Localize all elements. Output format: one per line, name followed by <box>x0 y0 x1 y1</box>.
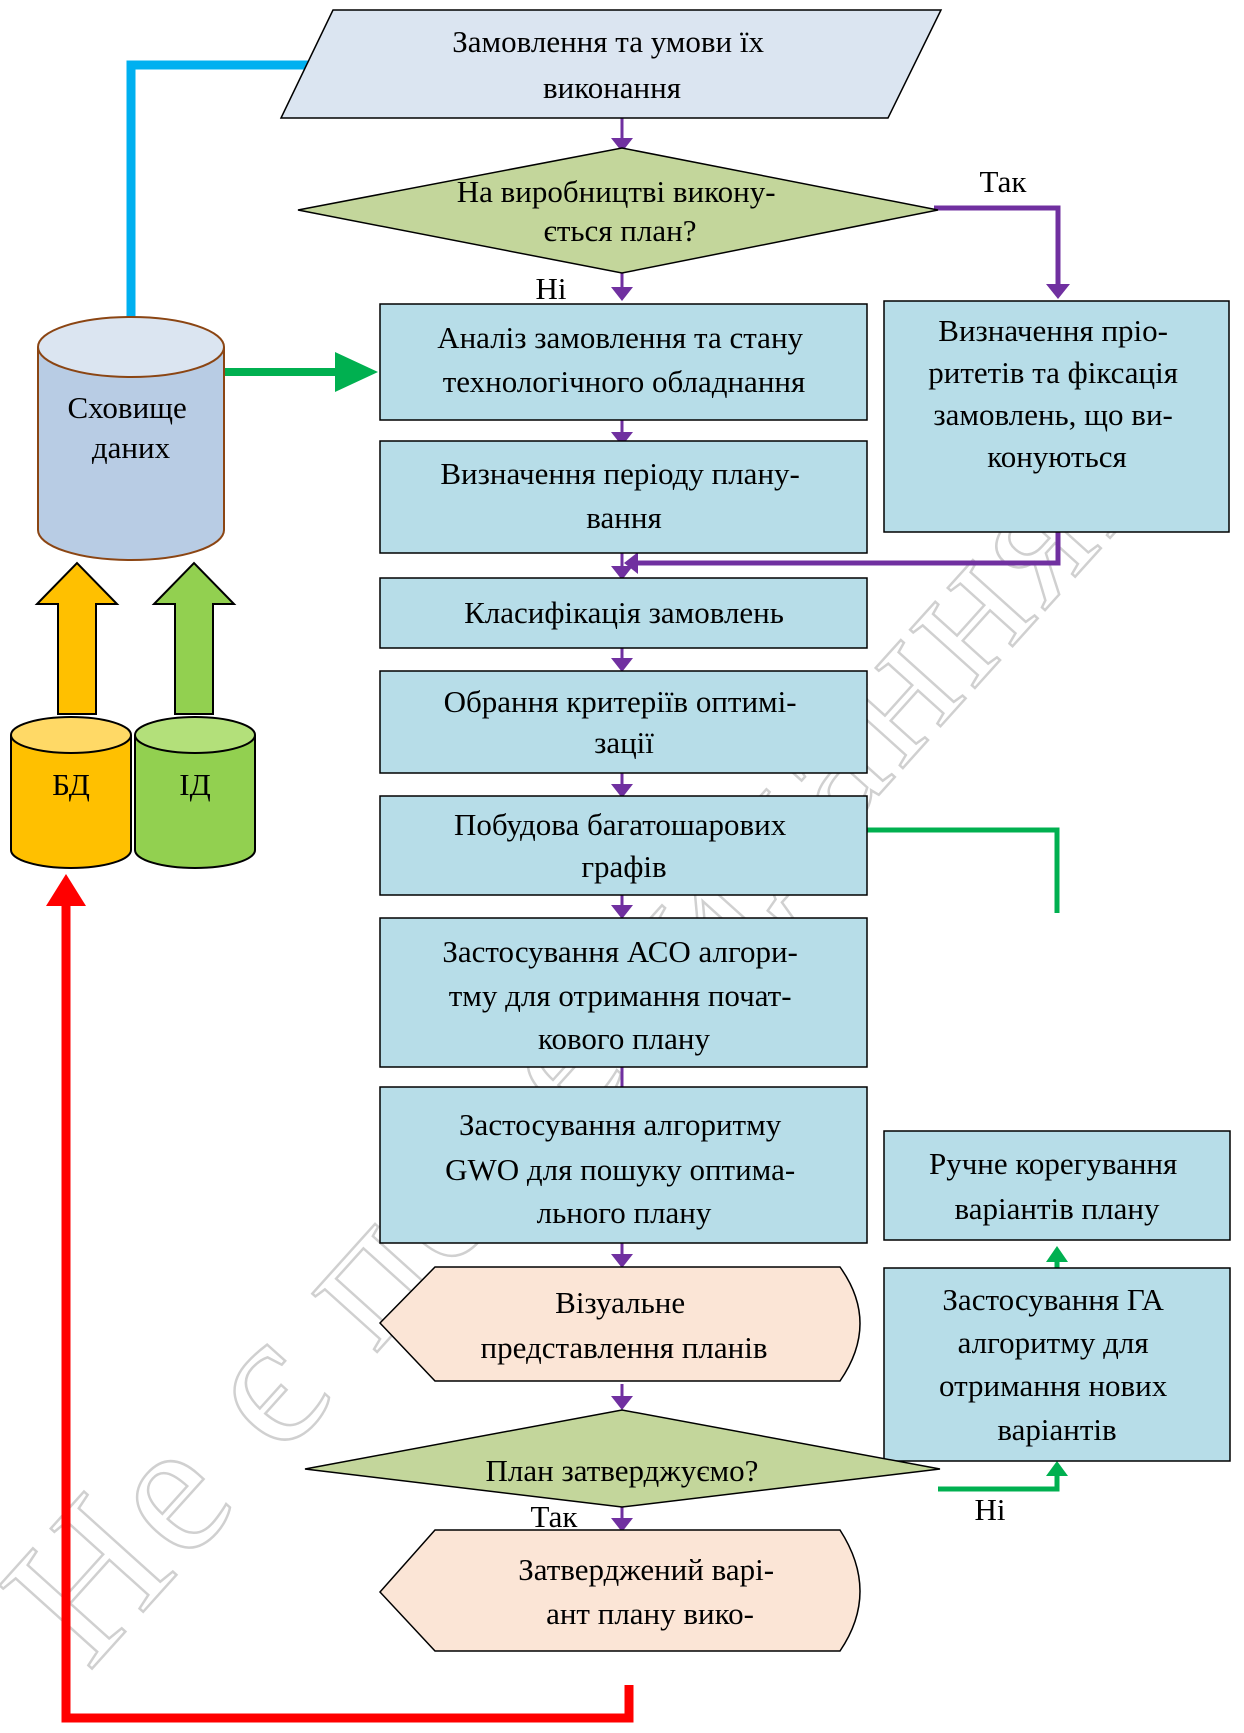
approved-label: Затверджений варі- ант плану вико- <box>518 1552 782 1631</box>
graphs-label: Побудова багатошарових графів <box>454 807 794 884</box>
arrowhead-red <box>46 874 86 906</box>
period-shape <box>379 440 868 554</box>
connectors <box>34 45 1070 1723</box>
analysis-label: Аналіз замовлення та стану технологічног… <box>437 320 811 399</box>
db-shape <box>10 735 132 869</box>
approve-shape <box>304 1409 941 1508</box>
manual-label: Ручне корегування варіантів плану <box>929 1146 1185 1226</box>
flow-decision-yes <box>934 205 1061 292</box>
arrowhead-3 <box>611 432 633 446</box>
arrowhead-green-ga <box>1046 1461 1068 1476</box>
arrowhead-8 <box>611 1254 633 1268</box>
arrowhead-1 <box>611 138 633 152</box>
arrowhead-green-manual <box>1046 1246 1068 1262</box>
id-label: ІД <box>179 767 210 802</box>
arrowhead-2 <box>611 287 633 301</box>
storage-label: Сховище даних <box>67 390 194 465</box>
db-label: БД <box>52 767 90 802</box>
visual-shape <box>378 1266 861 1382</box>
ga-shape <box>883 1267 1231 1462</box>
arrow-db-to-storage <box>34 561 120 715</box>
plan-running-shape <box>297 147 939 274</box>
visual-label: Візуальне представлення планів <box>481 1285 768 1365</box>
db-top <box>10 716 132 754</box>
edge-label-no-bottom: Ні <box>975 1492 1006 1527</box>
gwo-label: Застосування алгоритму GWO для пошуку оп… <box>445 1107 803 1230</box>
arrowhead-5 <box>611 658 633 672</box>
approved-shape <box>378 1529 861 1652</box>
priorities-label: Визначення пріо- ритетів та фіксація зам… <box>928 313 1185 474</box>
arrowhead-11 <box>1046 284 1070 299</box>
flow-priorities-merge <box>632 531 1061 566</box>
aco-shape <box>379 917 868 1068</box>
classification-shape <box>379 577 868 649</box>
graphs-shape <box>379 795 868 896</box>
flow-storage-to-orders <box>126 60 318 325</box>
aco-label: Застосування АСО алгори- тму для отриман… <box>442 934 805 1056</box>
criteria-label: Обрання критеріїв оптимі- зації <box>444 684 805 760</box>
arrow-id-to-storage <box>151 561 237 715</box>
edge-label-yes-bottom: Так <box>531 1499 579 1534</box>
id-top <box>134 716 256 754</box>
labels: Замовлення та умови їх виконання На виро… <box>52 24 1185 1631</box>
arrowhead-7 <box>611 905 633 919</box>
storage-top <box>37 316 225 378</box>
flow-approved-to-db <box>61 906 634 1723</box>
arrowhead-10 <box>611 1518 633 1532</box>
arrowhead-green-analysis <box>335 352 378 392</box>
manual-shape <box>883 1130 1231 1241</box>
period-label: Визначення періоду плану- вання <box>440 456 807 535</box>
arrowhead-6 <box>611 784 633 798</box>
criteria-shape <box>379 670 868 774</box>
orders-shape <box>279 9 943 119</box>
arrowhead-4 <box>611 566 633 580</box>
approve-label: План затверджуємо? <box>486 1453 759 1488</box>
analysis-shape <box>379 303 868 421</box>
edge-label-yes-top: Так <box>980 164 1028 199</box>
edge-label-no-top: Ні <box>536 271 567 306</box>
storage-shape <box>37 347 225 561</box>
arrowhead-9 <box>611 1396 633 1410</box>
flow-approve-no <box>938 1469 1060 1492</box>
arrowhead-12 <box>624 552 638 574</box>
ga-label: Застосування ГА алгоритму для отримання … <box>939 1282 1175 1447</box>
orders-label: Замовлення та умови їх виконання <box>452 24 772 105</box>
id-shape <box>134 735 256 869</box>
classification-label: Класифікація замовлень <box>464 595 784 630</box>
gwo-shape <box>379 1086 868 1244</box>
plan-running-label: На виробництві викону- ється план? <box>457 174 784 248</box>
priorities-shape <box>883 300 1230 533</box>
shapes <box>10 9 1231 1652</box>
